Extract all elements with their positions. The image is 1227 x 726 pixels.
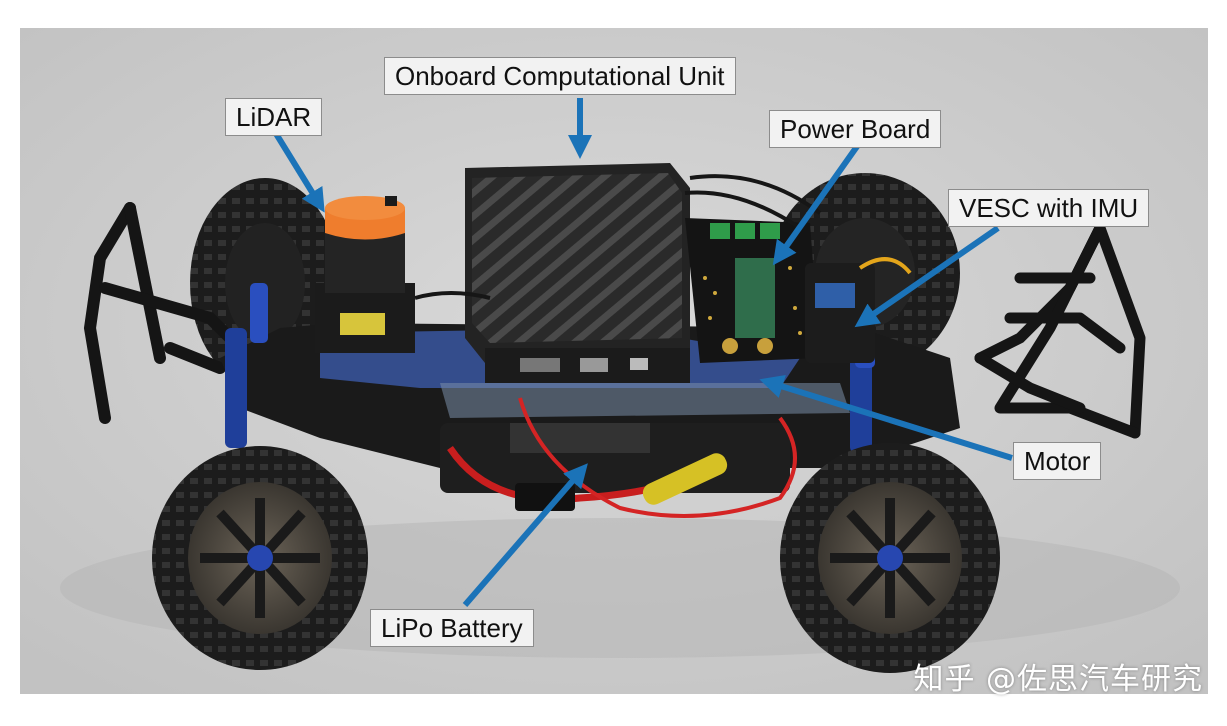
label-power-board: Power Board <box>769 110 942 148</box>
power-board <box>685 218 820 363</box>
rear-left-wheel-front <box>152 446 368 670</box>
label-motor: Motor <box>1013 442 1102 480</box>
label-lidar: LiDAR <box>225 98 323 136</box>
compute-unit <box>465 163 690 383</box>
label-vesc: VESC with IMU <box>948 189 1150 227</box>
label-lipo-battery: LiPo Battery <box>370 609 534 647</box>
front-right-wheel <box>780 443 1000 673</box>
lidar-sensor <box>315 196 415 353</box>
rear-bumper <box>83 202 256 424</box>
watermark: 知乎 @佐思汽车研究 <box>913 662 1203 697</box>
label-compute-unit: Onboard Computational Unit <box>384 57 736 95</box>
car-photo <box>20 28 1208 694</box>
